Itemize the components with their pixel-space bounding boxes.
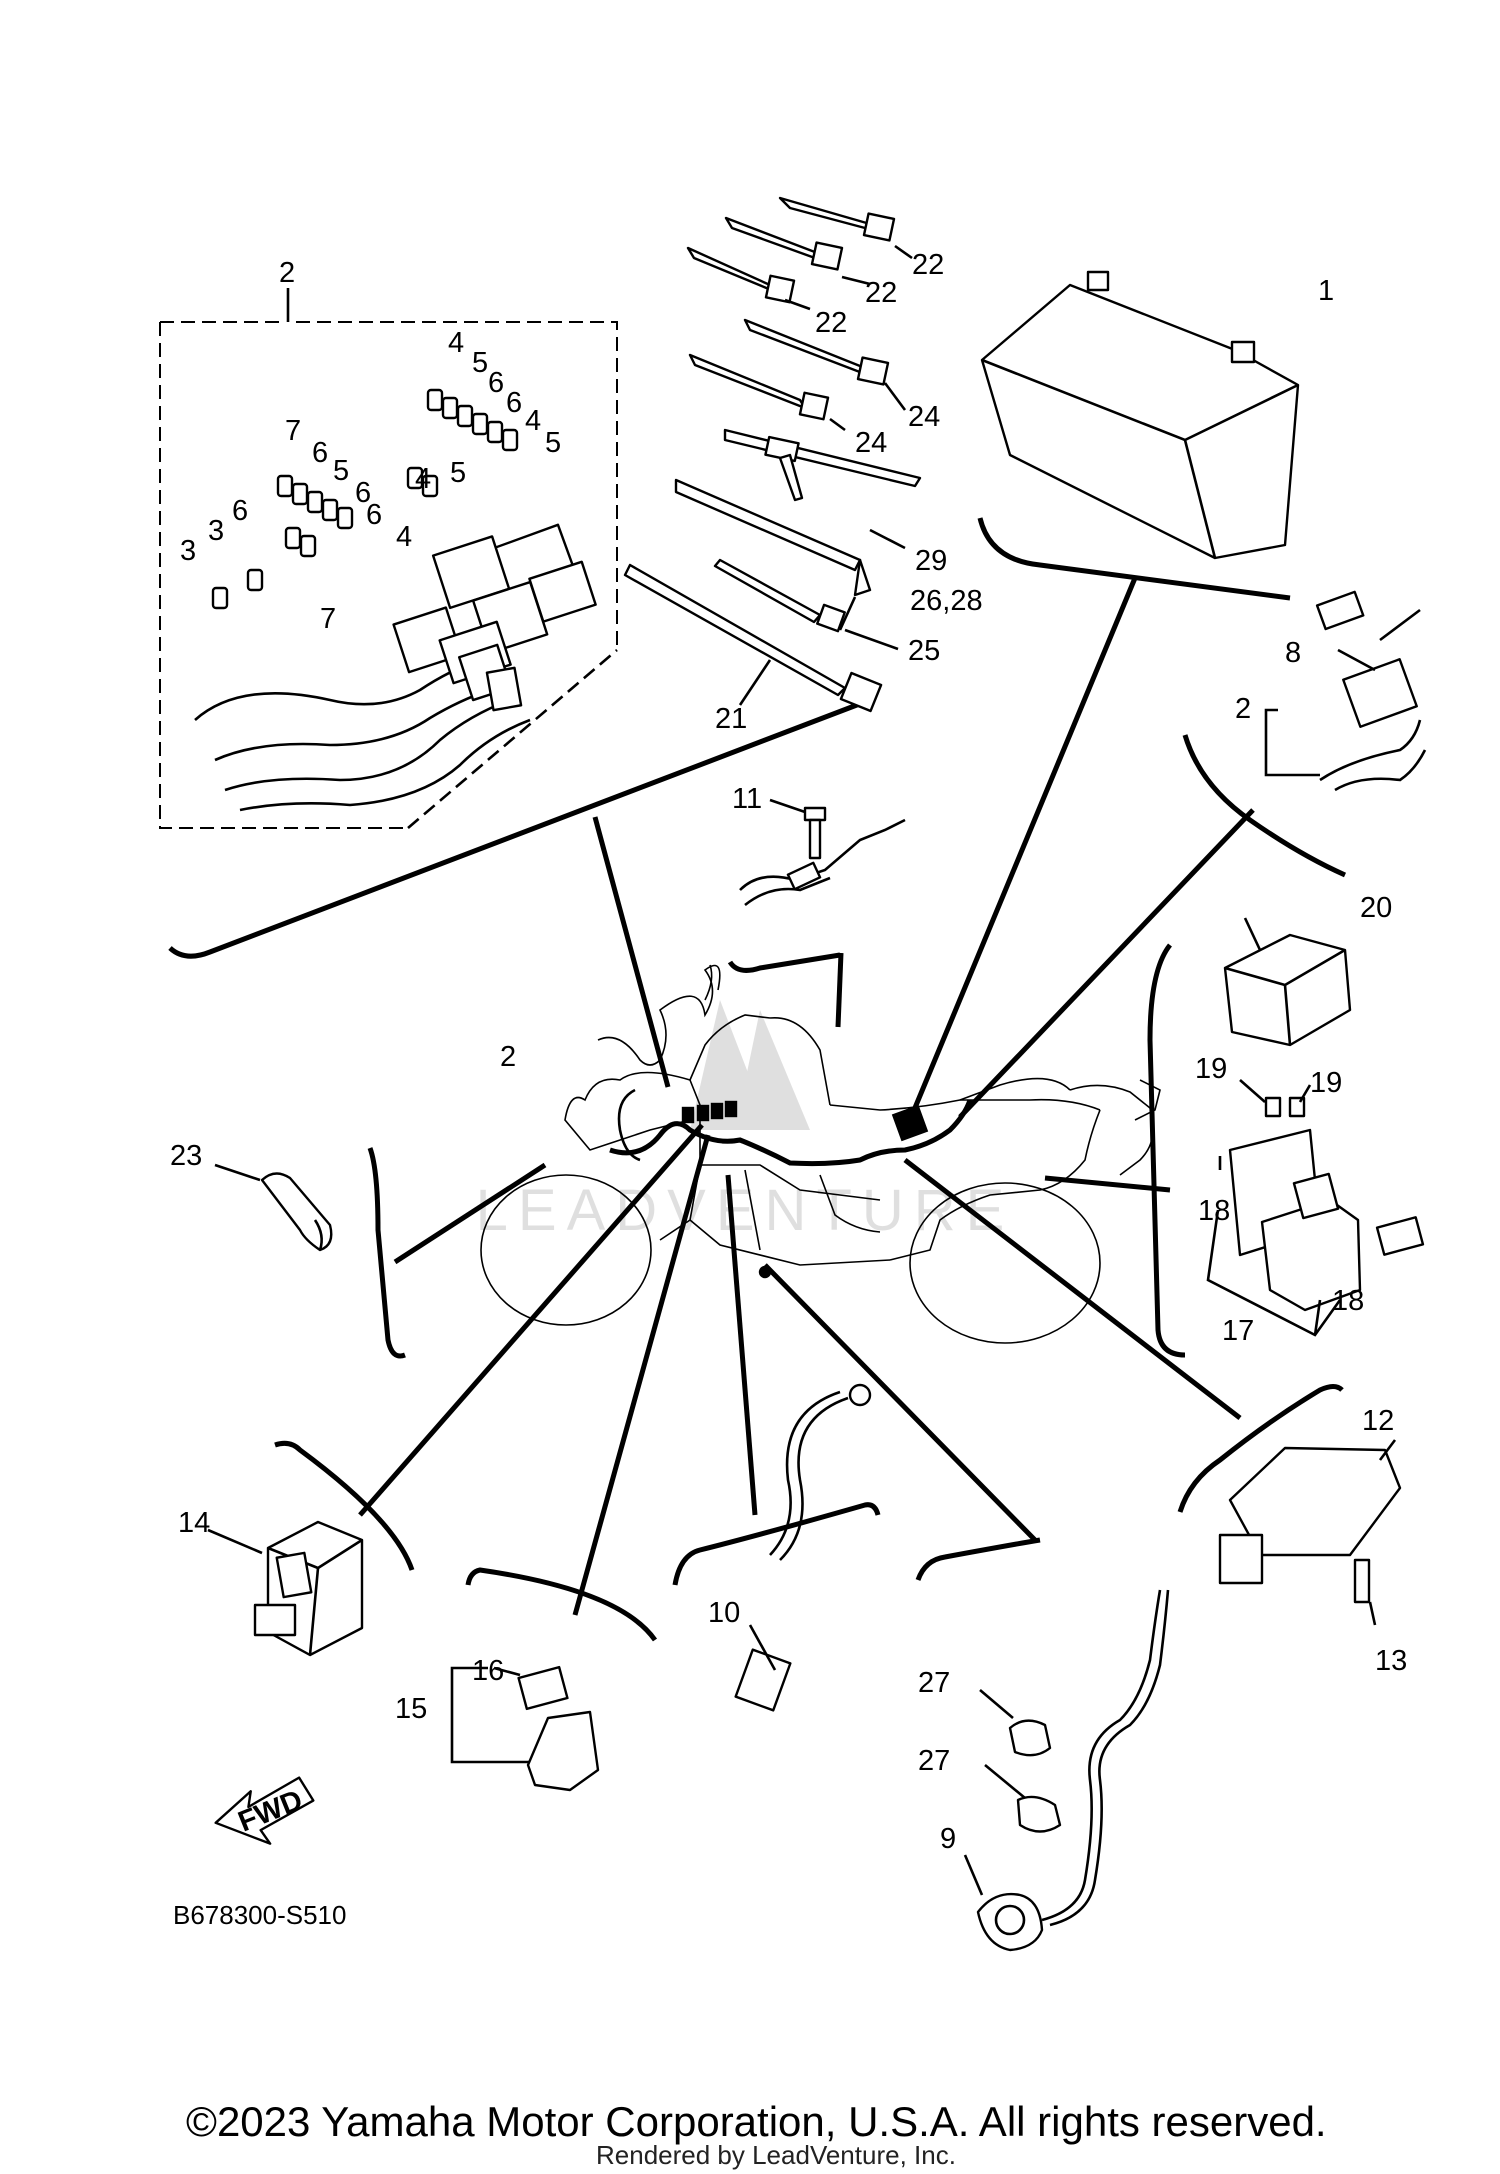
callout-6d: 6 — [355, 477, 371, 509]
connector-15-16 — [450, 1665, 600, 1792]
callouts: 1 2 2 2 3 3 4 4 4 4 5 5 5 5 6 6 6 6 6 6 … — [170, 249, 1407, 1855]
callout-6c: 6 — [312, 437, 328, 469]
callout-3a: 3 — [180, 535, 196, 567]
callout-5b: 5 — [545, 427, 561, 459]
callout-22c: 22 — [815, 307, 847, 339]
callout-16: 16 — [472, 1655, 504, 1687]
callout-7b: 7 — [320, 603, 336, 635]
starter-relay-assembly — [1206, 917, 1425, 1337]
callout-7a: 7 — [285, 415, 301, 447]
callout-6f: 6 — [366, 499, 382, 531]
fuse-group — [211, 388, 519, 610]
callout-14: 14 — [178, 1507, 210, 1539]
callout-2-box: 2 — [279, 257, 295, 289]
part-2-assembly-box — [159, 288, 618, 829]
battery — [980, 270, 1300, 560]
callout-24a: 24 — [908, 401, 940, 433]
callout-13: 13 — [1375, 1645, 1407, 1677]
relay-block — [392, 523, 597, 712]
callout-6e: 6 — [232, 495, 248, 527]
callout-20: 20 — [1360, 892, 1392, 924]
callout-23: 23 — [170, 1140, 202, 1172]
callout-21: 21 — [715, 703, 747, 735]
callout-26-28: 26,28 — [910, 585, 983, 617]
sensor-10 — [734, 1383, 872, 1712]
clamps-27-sensor-9 — [963, 1589, 1170, 1952]
callout-6b: 6 — [506, 387, 522, 419]
callout-11: 11 — [732, 783, 762, 815]
bolt-11 — [739, 798, 906, 907]
copyright-notice: ©2023 Yamaha Motor Corporation, U.S.A. A… — [186, 2098, 1327, 2145]
diagram-code: B678300-S510 — [173, 1900, 346, 1930]
callout-3b: 3 — [208, 515, 224, 547]
cable-ties — [623, 196, 922, 713]
callout-4d: 4 — [396, 521, 412, 553]
watermark-logo: LEADVENTURE — [476, 1000, 1015, 1243]
connector-8 — [1264, 590, 1427, 792]
clamp-23 — [214, 1163, 333, 1252]
callout-2-right: 2 — [1235, 693, 1251, 725]
leader-lines — [358, 577, 1255, 1616]
callout-8: 8 — [1285, 637, 1301, 669]
callout-18b: 18 — [1332, 1285, 1364, 1317]
callout-29: 29 — [915, 545, 947, 577]
callout-19a: 19 — [1195, 1053, 1227, 1085]
section-boundaries — [168, 517, 1347, 1642]
callout-1: 1 — [1318, 275, 1334, 307]
callout-10: 10 — [708, 1597, 740, 1629]
regulator-12 — [1218, 1439, 1402, 1626]
callout-5d: 5 — [333, 455, 349, 487]
callout-5a: 5 — [472, 347, 488, 379]
callout-19b: 19 — [1310, 1067, 1342, 1099]
callout-27b: 27 — [918, 1745, 950, 1777]
fwd-arrow-icon: FWD — [214, 1776, 315, 1845]
motorcycle-outline — [480, 964, 1161, 1344]
callout-18a: 18 — [1198, 1195, 1230, 1227]
callout-4c: 4 — [415, 463, 431, 495]
callout-15: 15 — [395, 1693, 427, 1725]
callout-5c: 5 — [450, 457, 466, 489]
callout-25: 25 — [908, 635, 940, 667]
watermark-text: LEADVENTURE — [476, 1178, 1015, 1243]
callout-24b: 24 — [855, 427, 887, 459]
module-14 — [207, 1520, 364, 1657]
callout-27a: 27 — [918, 1667, 950, 1699]
callout-22b: 22 — [865, 277, 897, 309]
callout-2-motorcycle: 2 — [500, 1041, 516, 1073]
callout-6a: 6 — [488, 367, 504, 399]
callout-17: 17 — [1222, 1315, 1254, 1347]
callout-9: 9 — [940, 1823, 956, 1855]
callout-22a: 22 — [912, 249, 944, 281]
rendered-by-notice: Rendered by LeadVenture, Inc. — [596, 2140, 956, 2170]
callout-12: 12 — [1362, 1405, 1394, 1437]
fwd-label: FWD — [234, 1784, 307, 1838]
callout-4a: 4 — [448, 327, 464, 359]
callout-4b: 4 — [525, 405, 541, 437]
